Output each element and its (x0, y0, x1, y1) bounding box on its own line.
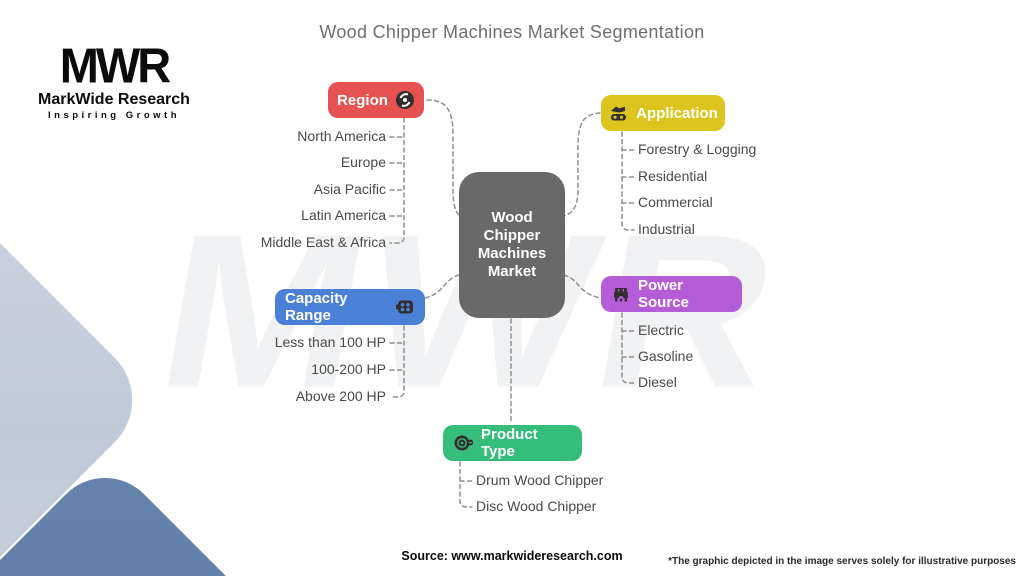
disc-icon (453, 433, 474, 453)
logo-mark: MWR (59, 37, 171, 94)
power-item-electric: Electric (638, 322, 684, 338)
application-item-industrial: Industrial (638, 221, 695, 237)
power-item-gasoline: Gasoline (638, 348, 694, 364)
branch-product-type: Product Type (443, 425, 582, 461)
branch-power-source-label: Power Source (638, 277, 689, 311)
engine-icon (611, 284, 631, 304)
central-market-node: Wood Chipper Machines Market (459, 172, 565, 318)
logo-tagline: Inspiring Growth (48, 110, 180, 121)
branch-application-label: Application (636, 104, 718, 122)
region-item-latin-america: Latin America (301, 207, 386, 223)
logo-name: MarkWide Research (38, 91, 190, 108)
region-item-europe: Europe (340, 154, 386, 170)
application-item-forestry-logging: Forestry & Logging (638, 141, 757, 157)
region-item-middle-east-africa: Middle East & Africa (260, 234, 386, 250)
application-item-commercial: Commercial (638, 194, 713, 210)
branch-capacity-range: Capacity Range (275, 289, 425, 325)
page-title: Wood Chipper Machines Market Segmentatio… (319, 22, 705, 42)
branch-application: Application (601, 95, 725, 131)
application-item-residential: Residential (638, 168, 708, 184)
product-item-drum-wood-chipper: Drum Wood Chipper (476, 472, 604, 488)
power-item-diesel: Diesel (638, 374, 677, 390)
chipper-machine-icon (608, 103, 629, 123)
branch-region: Region (328, 82, 424, 118)
region-item-north-america: North America (297, 128, 386, 144)
capacity-item-less-100hp: Less than 100 HP (274, 334, 386, 350)
branch-power-source: Power Source (601, 276, 742, 312)
branch-product-type-label: Product Type (481, 426, 538, 460)
capacity-item-above-200hp: Above 200 HP (295, 388, 386, 404)
disclaimer-text: *The graphic depicted in the image serve… (668, 556, 1016, 567)
globe-icon (395, 90, 415, 110)
source-text: Source: www.markwideresearch.com (401, 549, 623, 563)
product-item-disc-wood-chipper: Disc Wood Chipper (476, 498, 597, 514)
branch-capacity-range-label: Capacity Range (285, 290, 348, 324)
central-market-label: Wood Chipper Machines Market (477, 209, 547, 280)
markwide-logo: MWR MarkWide Research Inspiring Growth (34, 37, 194, 121)
branch-region-label: Region (337, 91, 388, 109)
capacity-item-100-200hp: 100-200 HP (311, 361, 386, 377)
region-item-asia-pacific: Asia Pacific (313, 181, 386, 197)
capacity-grid-icon (395, 297, 415, 317)
